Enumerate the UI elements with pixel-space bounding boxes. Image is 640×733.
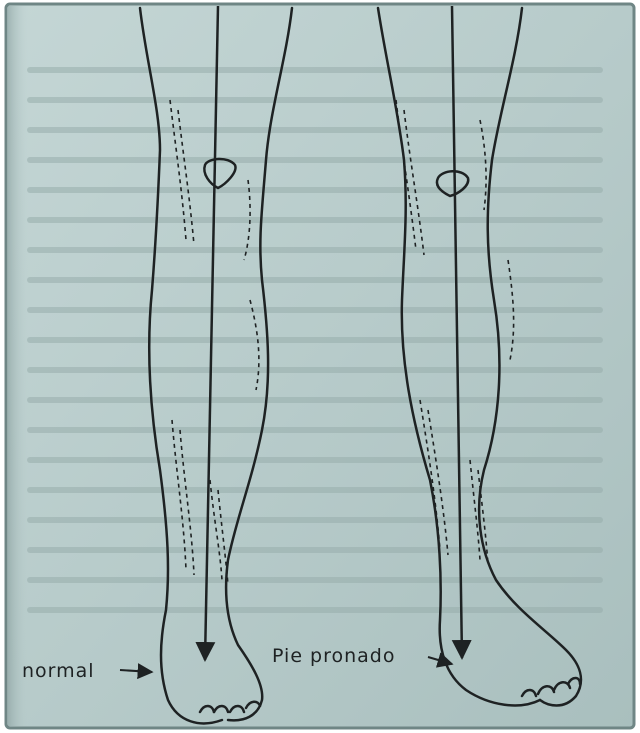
pie-pronado-label: Pie pronado xyxy=(272,645,396,667)
paper-bevel xyxy=(8,6,28,726)
paper-background xyxy=(6,4,634,728)
normal-label: normal xyxy=(22,660,95,682)
